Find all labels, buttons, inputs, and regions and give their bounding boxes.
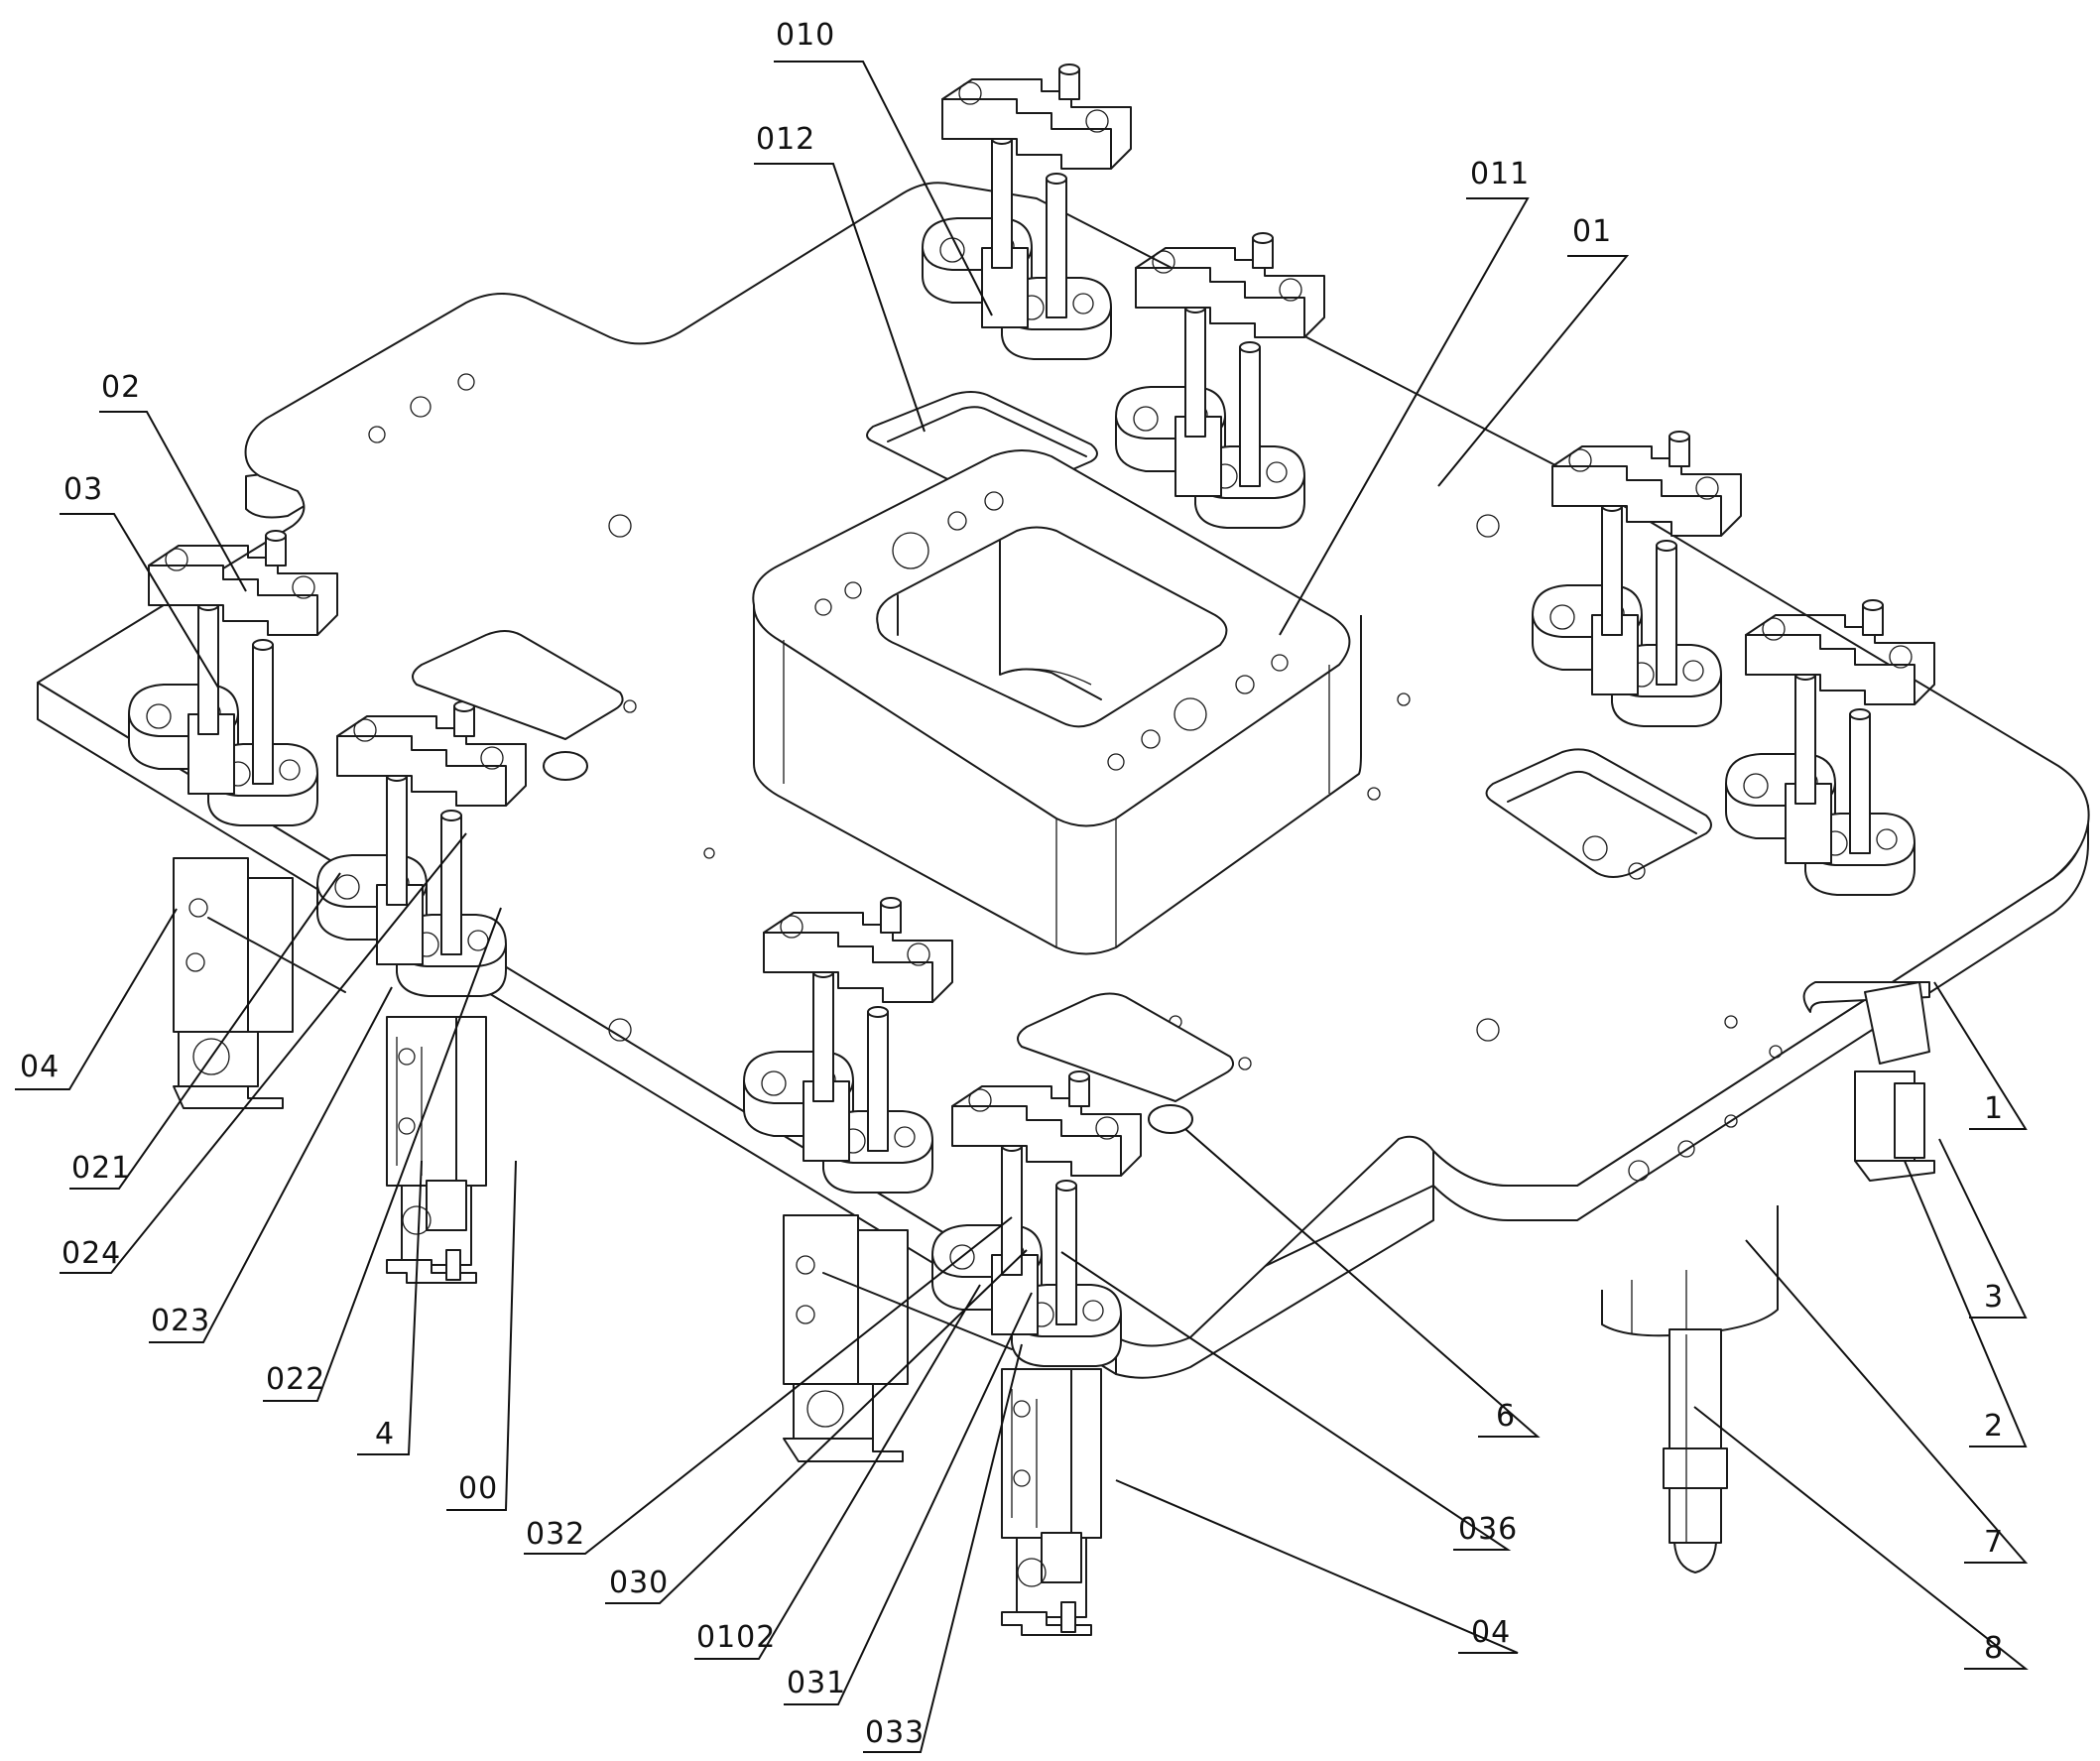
label-04-left: 04 (20, 1050, 60, 1084)
label-8: 8 (1984, 1631, 2004, 1666)
label-030: 030 (609, 1566, 669, 1600)
actuator-4 (386, 1016, 487, 1284)
part-labels: 010 012 011 01 02 03 04 021 024 023 022 … (20, 18, 2004, 1750)
label-036: 036 (1458, 1512, 1518, 1547)
pocket-right (1485, 748, 1712, 880)
label-1: 1 (1984, 1091, 2004, 1126)
label-4: 4 (375, 1417, 395, 1451)
label-2: 2 (1984, 1409, 2004, 1444)
actuator-04-left (173, 857, 294, 1109)
label-024: 024 (62, 1236, 121, 1271)
cylinder-7 (1601, 1205, 1779, 1337)
label-021: 021 (71, 1151, 131, 1186)
label-7: 7 (1984, 1525, 2004, 1560)
label-3: 3 (1984, 1280, 2004, 1315)
pin-8 (1663, 1328, 1728, 1573)
label-02: 02 (101, 370, 141, 405)
label-01: 01 (1572, 214, 1612, 249)
right-bracket (1854, 981, 1935, 1182)
roller-pocket-left (412, 630, 624, 781)
label-0102: 0102 (696, 1620, 776, 1655)
label-6: 6 (1496, 1399, 1516, 1434)
leader-lines (15, 61, 2029, 1753)
actuator-04-bottom (1001, 1368, 1102, 1636)
label-010: 010 (776, 18, 835, 53)
guide-rod-center (822, 1272, 1013, 1350)
center-frame-011 (752, 449, 1362, 955)
label-032: 032 (526, 1517, 585, 1552)
label-033: 033 (865, 1715, 925, 1750)
label-023: 023 (151, 1304, 210, 1338)
guide-rod-left (207, 917, 346, 993)
actuator-03-center (783, 1214, 909, 1462)
label-022: 022 (266, 1362, 325, 1397)
label-011: 011 (1470, 157, 1530, 191)
label-00: 00 (458, 1471, 498, 1506)
label-012: 012 (756, 122, 815, 157)
label-031: 031 (787, 1666, 846, 1700)
label-04-bottom: 04 (1471, 1615, 1511, 1650)
label-03: 03 (63, 472, 103, 507)
roller-pocket-6 (1017, 992, 1235, 1134)
